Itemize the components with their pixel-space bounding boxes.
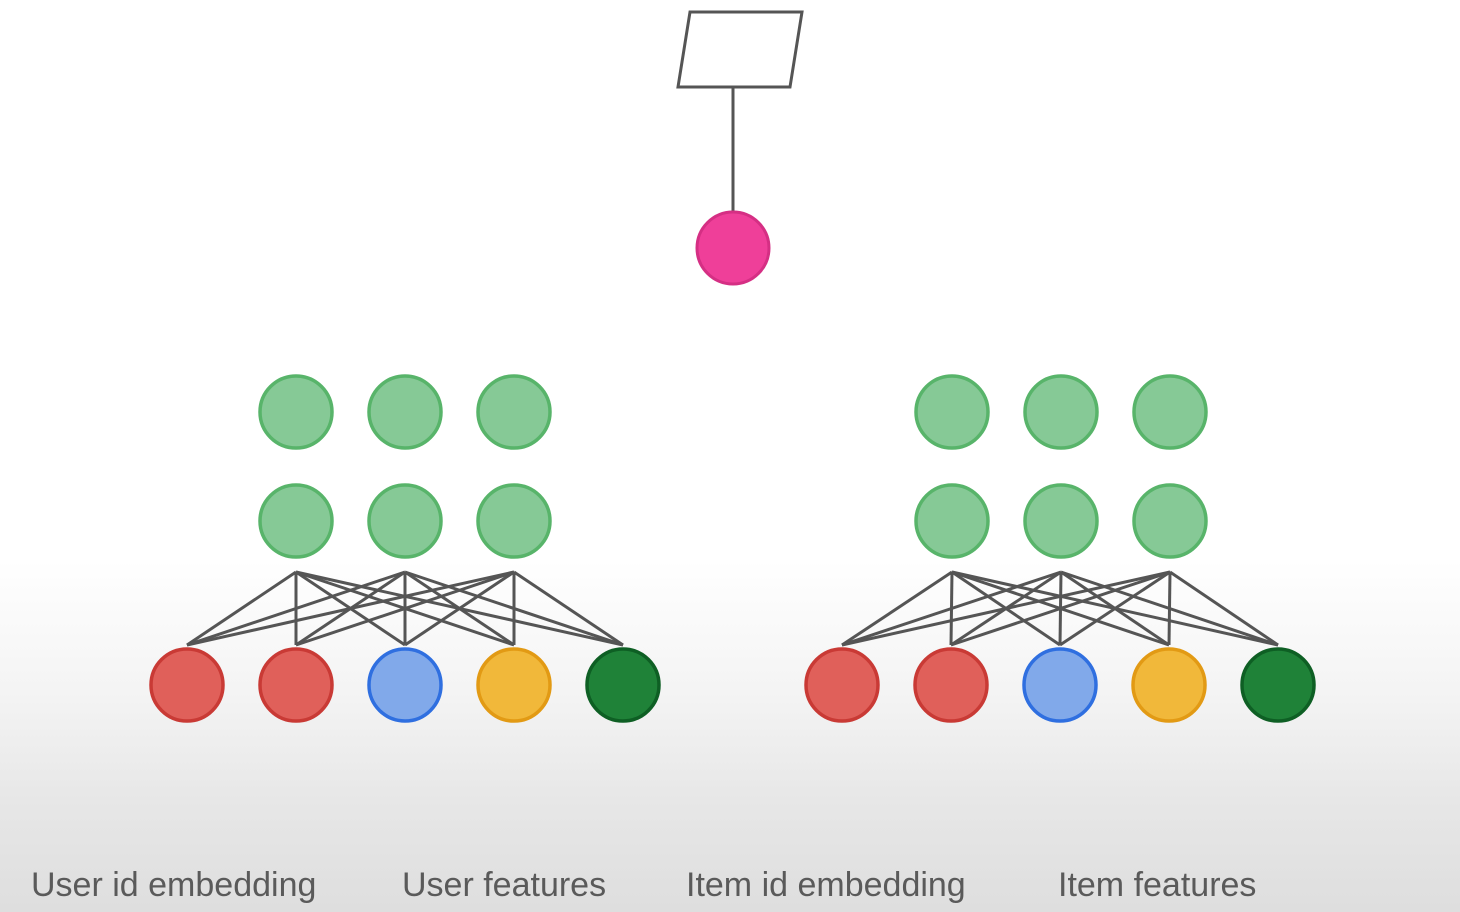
user-hidden-node bbox=[367, 483, 443, 559]
item-hidden-node bbox=[1023, 374, 1099, 450]
user-features-label: User features bbox=[402, 866, 607, 904]
connection-line bbox=[841, 570, 1062, 647]
user-input-node bbox=[149, 647, 225, 723]
item-input-node bbox=[1022, 647, 1098, 723]
item-hidden-node bbox=[914, 374, 990, 450]
connection-line bbox=[295, 570, 515, 647]
user-id-embedding-label: User id embedding bbox=[31, 866, 317, 904]
connection-line bbox=[186, 570, 406, 647]
user-hidden-node bbox=[476, 374, 552, 450]
item-features-label: Item features bbox=[1058, 866, 1257, 904]
user-input-node bbox=[258, 647, 334, 723]
user-hidden-node bbox=[258, 374, 334, 450]
connection-line bbox=[950, 570, 1171, 647]
item-hidden-node bbox=[914, 483, 990, 559]
item-tower-connections bbox=[841, 570, 1279, 647]
connection-line bbox=[1169, 570, 1279, 647]
user-input-node bbox=[367, 647, 443, 723]
output-parallelogram bbox=[676, 10, 804, 89]
item-hidden-node bbox=[1132, 483, 1208, 559]
item-input-node bbox=[1131, 647, 1207, 723]
connection-line bbox=[186, 570, 297, 647]
connection-line bbox=[513, 570, 624, 647]
user-tower-connections bbox=[186, 570, 624, 647]
user-input-node bbox=[476, 647, 552, 723]
item-hidden-node bbox=[1132, 374, 1208, 450]
item-id-embedding-label: Item id embedding bbox=[686, 866, 966, 904]
item-input-node bbox=[913, 647, 989, 723]
connection-line bbox=[404, 570, 515, 647]
connection-line bbox=[186, 570, 515, 647]
item-tower bbox=[804, 374, 1316, 723]
connection-line bbox=[841, 570, 1171, 647]
connection-line bbox=[841, 570, 953, 647]
user-input-node bbox=[585, 647, 661, 723]
item-input-node bbox=[1240, 647, 1316, 723]
output-node bbox=[695, 210, 771, 286]
item-hidden-node bbox=[1023, 483, 1099, 559]
item-input-node bbox=[804, 647, 880, 723]
user-hidden-node bbox=[367, 374, 443, 450]
connection-line bbox=[1059, 570, 1171, 647]
connection-line bbox=[1167, 571, 1172, 646]
user-hidden-node bbox=[476, 483, 552, 559]
user-tower bbox=[149, 374, 661, 723]
user-hidden-node bbox=[258, 483, 334, 559]
